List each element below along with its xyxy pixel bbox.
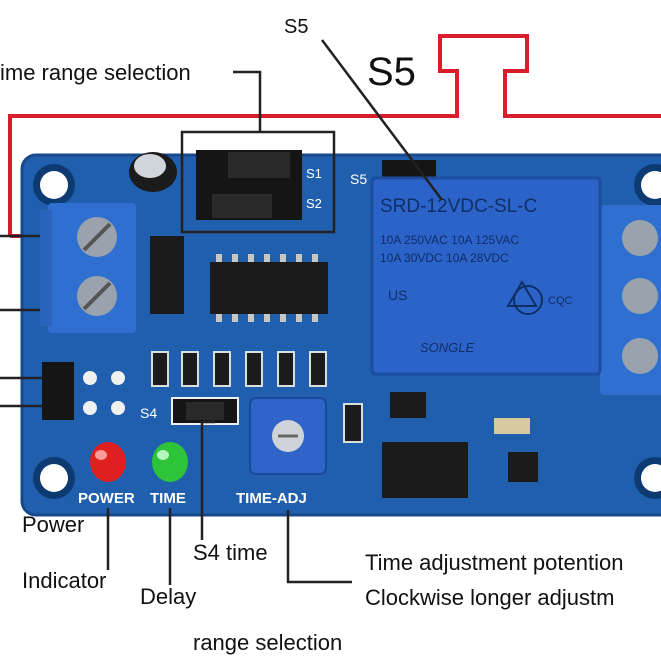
s2-label: S2 — [306, 196, 322, 211]
s1-label: S1 — [306, 166, 322, 181]
capacitor — [129, 152, 177, 192]
power-silk: POWER — [78, 490, 135, 507]
relay-cert-cqc: CQC — [548, 295, 573, 307]
relay — [370, 176, 602, 376]
time-adjust-label-1: Time adjustment potention — [365, 550, 624, 575]
right-screw-terminal — [600, 205, 661, 395]
relay-rating-1: 10A 250VAC 10A 125VAC — [380, 233, 519, 247]
s1-s2-jumper — [180, 130, 336, 234]
relay-rating-2: 10A 30VDC 10A 28VDC — [380, 251, 509, 265]
time-range-selection-label: ime range selection — [0, 60, 191, 85]
time-led — [152, 442, 188, 482]
range-selection-label: range selection — [193, 630, 343, 655]
delay-label: Delay — [140, 584, 197, 609]
timer-ic — [210, 254, 328, 322]
power-label: Power — [22, 512, 85, 537]
relay-brand: SONGLE — [420, 340, 475, 355]
indicator-label: Indicator — [22, 568, 107, 593]
regulator — [150, 236, 184, 314]
time-silk: TIME — [150, 490, 186, 507]
time-potentiometer — [249, 397, 327, 475]
s5-big-label: S5 — [367, 50, 416, 94]
mounting-holes — [33, 164, 661, 499]
time-adjust-label-2: Clockwise longer adjustm — [365, 585, 615, 610]
power-led — [90, 442, 126, 482]
s5-silk: S5 — [350, 171, 367, 187]
s4-time-label: S4 time — [193, 540, 268, 565]
s4-jumper — [171, 397, 239, 425]
driver-components — [343, 392, 538, 498]
relay-cert-us: US — [388, 287, 407, 303]
power-header — [42, 362, 125, 420]
leader-lines — [0, 39, 443, 585]
s5-top-label: S5 — [284, 16, 309, 38]
s4-board-label: S4 — [140, 405, 157, 421]
smd-resistors — [151, 351, 327, 387]
time-adj-silk: TIME-ADJ — [236, 490, 307, 507]
left-screw-terminal — [40, 203, 136, 333]
relay-model: SRD-12VDC-SL-C — [380, 196, 537, 217]
